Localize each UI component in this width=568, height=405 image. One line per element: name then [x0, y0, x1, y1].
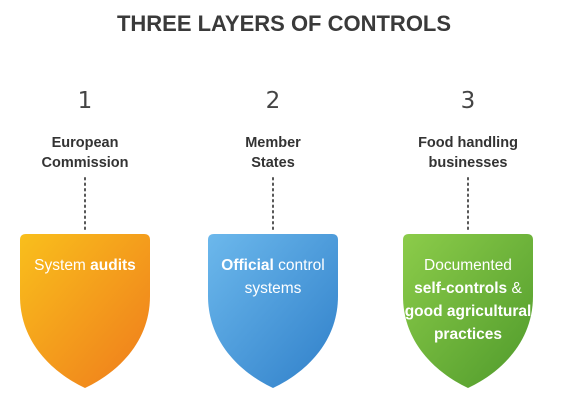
shield-text-run: practices: [434, 326, 502, 343]
shield-text-line: Official control: [221, 257, 324, 274]
shield-text-run: systems: [245, 280, 302, 297]
layer-number: 1: [78, 88, 93, 114]
layer-entity-label: Member: [245, 135, 301, 151]
layer-number: 3: [461, 88, 476, 114]
layer-entity-label: States: [251, 155, 295, 171]
diagram-title: THREE LAYERS OF CONTROLS: [117, 11, 451, 36]
shield-text-run: audits: [90, 257, 136, 274]
shield-text-run: self-controls: [414, 280, 507, 297]
shield-text-line: self-controls &: [414, 280, 522, 297]
shield-text-line: systems: [245, 280, 302, 297]
shield-icon: [403, 234, 533, 388]
shield-text-line: Documented: [424, 257, 512, 274]
shield-text-run: good agricultural: [405, 303, 532, 320]
shield-text-line: System audits: [34, 257, 136, 274]
layer-entity-label: Food handling: [418, 135, 518, 151]
shield-text-line: good agricultural: [405, 303, 532, 320]
layer-entity-label: Commission: [41, 155, 128, 171]
shield-text-run: Official: [221, 257, 274, 274]
layer-entity-label: businesses: [429, 155, 508, 171]
shield-text-run: System: [34, 257, 90, 274]
shield-text-line: practices: [434, 326, 502, 343]
shield-text-run: &: [507, 280, 522, 297]
shield-text-run: Documented: [424, 257, 512, 274]
shield-icon: [20, 234, 150, 388]
layer-number: 2: [266, 88, 281, 114]
shield-icon: [208, 234, 338, 388]
shield-text-run: control: [274, 257, 325, 274]
layer-entity-label: European: [52, 135, 119, 151]
